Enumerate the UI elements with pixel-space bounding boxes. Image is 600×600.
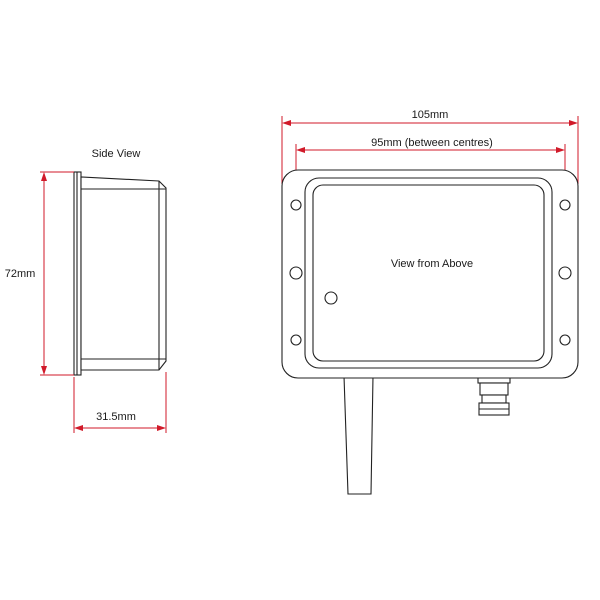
mounting-hole-mid-left (289, 266, 303, 280)
height-arrow-bottom (41, 366, 47, 375)
mounting-hole-top-right (559, 199, 571, 211)
top-view-title: View from Above (391, 258, 473, 270)
depth-arrow-right (157, 425, 166, 431)
centres-label: 95mm (between centres) (371, 137, 493, 149)
width-label: 105mm (412, 109, 449, 121)
height-arrow-top (41, 172, 47, 181)
side-view-body (80, 176, 167, 371)
height-label: 72mm (5, 268, 36, 280)
depth-arrow-left (74, 425, 83, 431)
centres-arrow-left (296, 147, 305, 153)
mounting-hole-bottom-left (290, 334, 302, 346)
lid-screw (324, 291, 338, 305)
top-view: 105mm 95mm (between centres) (281, 109, 579, 495)
width-arrow-left (282, 120, 291, 126)
mounting-hole-top-left (290, 199, 302, 211)
side-view: Side View 72mm 31.5mm (5, 148, 167, 433)
depth-label: 31.5mm (96, 411, 136, 423)
top-view-lid (312, 184, 545, 362)
cable (343, 375, 374, 495)
width-arrow-right (569, 120, 578, 126)
mounting-hole-bottom-right (559, 334, 571, 346)
mounting-hole-mid-right (558, 266, 572, 280)
centres-arrow-right (556, 147, 565, 153)
side-view-title: Side View (92, 148, 141, 160)
